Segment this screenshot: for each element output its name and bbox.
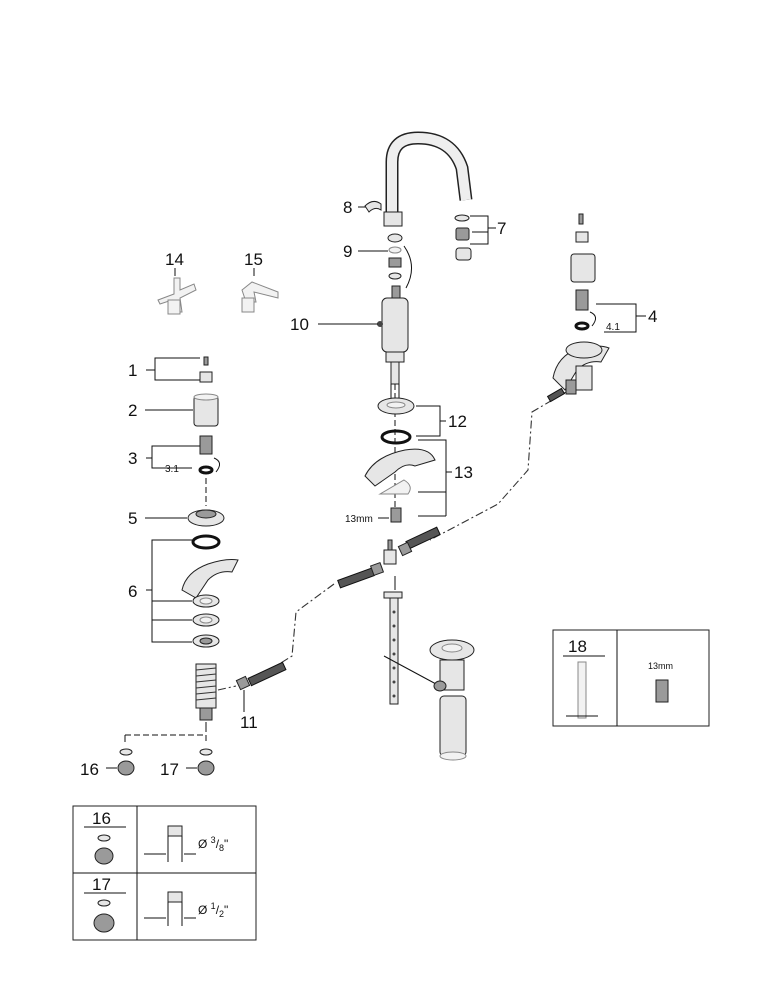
box-17-diameter: Ø 1/2" [198, 901, 228, 919]
aerator-housing [455, 247, 472, 261]
cartridge-3 [199, 435, 213, 455]
valve-body-right [575, 365, 593, 391]
box-18-number: 18 [568, 637, 587, 656]
tee-connector [383, 549, 397, 565]
callout-11: 11 [240, 713, 258, 732]
callout-5: 5 [128, 509, 137, 528]
callout-8: 8 [343, 198, 352, 217]
nut-16 [117, 760, 135, 776]
cartridge-right [575, 289, 589, 311]
hose-right-upper [546, 387, 566, 403]
spout-base [383, 211, 403, 227]
threaded-rod [390, 361, 400, 385]
nut-13mm-icon [655, 679, 669, 703]
box-17-nut-icon [93, 913, 115, 933]
sleeve-right [570, 253, 596, 283]
box-16-diameter: Ø 3/8" [198, 835, 228, 853]
box-17-number: 17 [92, 875, 111, 894]
callout-3: 3 [128, 449, 137, 468]
wrench-tool-icon [577, 661, 587, 719]
callout-15: 15 [244, 250, 263, 269]
callout-6: 6 [128, 582, 137, 601]
hose-11 [247, 661, 287, 687]
callout-13: 13 [454, 463, 473, 482]
spout-oring [388, 246, 402, 254]
right-valve-assembly: 4 4.1 [552, 213, 657, 395]
nut-13mm [390, 507, 402, 523]
spout-nut [388, 257, 402, 268]
drain-tailpiece [439, 695, 467, 757]
box-16-number: 16 [92, 809, 111, 828]
box-16-nut-icon [94, 847, 114, 865]
callout-10: 10 [290, 315, 309, 334]
callout-16: 16 [80, 760, 99, 779]
callout-7: 7 [497, 219, 506, 238]
clip-8 [364, 200, 382, 213]
callout-12: 12 [448, 412, 467, 431]
aerator-insert [455, 227, 470, 241]
callout-3-1: 3.1 [165, 464, 179, 475]
nut-17 [197, 760, 215, 776]
bracket-6 [181, 559, 239, 599]
callout-9: 9 [343, 242, 352, 261]
callout-1: 1 [128, 361, 137, 380]
box-18-wrench-size: 13mm [648, 661, 673, 671]
callout-4: 4 [648, 307, 657, 326]
lift-rod [383, 591, 403, 599]
popup-drain [383, 576, 475, 761]
spout-washer [387, 233, 403, 243]
hose-tee-left [337, 567, 375, 589]
bracket-right [552, 345, 610, 391]
oring-6 [191, 534, 221, 550]
callout-14: 14 [165, 250, 184, 269]
screw-1 [203, 356, 209, 366]
compression-fittings: 16 17 [80, 748, 215, 779]
oring-13 [380, 429, 412, 445]
callout-13mm: 13mm [345, 514, 373, 525]
left-valve-assembly: 1 2 3 3.1 5 6 [124, 356, 239, 742]
clevis-strap [389, 597, 399, 705]
box-16-17-pipe-sizes: 16 Ø 3/8" 17 Ø 1/2" [72, 805, 257, 941]
callout-2: 2 [128, 401, 137, 420]
callout-17: 17 [160, 760, 179, 779]
oring-3-1 [198, 465, 214, 475]
mounting-bracket [364, 448, 436, 487]
hose-right-lower [405, 526, 441, 550]
spout-body [381, 297, 409, 353]
spout-assembly: 8 7 9 10 12 [290, 131, 506, 525]
handle-options: 14 15 [157, 250, 279, 315]
box-18-tool: 18 13mm [552, 629, 710, 727]
supply-hoses: 11 [217, 387, 567, 732]
aerator-washer [454, 214, 470, 222]
callout-4-1: 4.1 [606, 322, 620, 333]
